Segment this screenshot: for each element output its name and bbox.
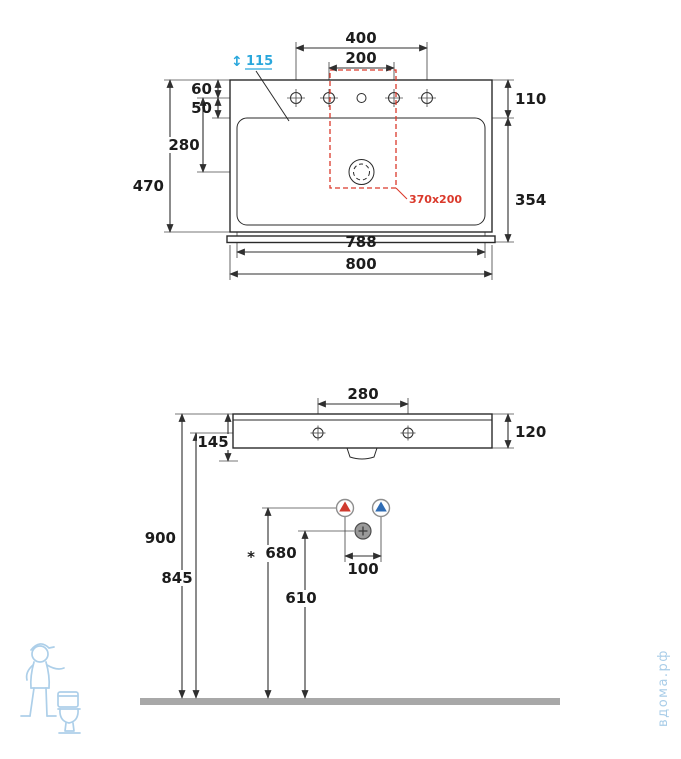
dim-680-asterisk: * xyxy=(247,548,255,566)
dim-200-label: 200 xyxy=(345,49,376,67)
siphon-cover xyxy=(346,447,378,460)
basin-front-lip xyxy=(226,235,496,244)
watermark-text: вдома.рф xyxy=(656,649,671,727)
dim-610-label: 610 xyxy=(285,589,316,607)
dim-280-label: 280 xyxy=(168,136,199,154)
dim-50-label: 50 xyxy=(191,99,212,117)
dim-60-label: 60 xyxy=(191,80,212,98)
dim-280-front-label: 280 xyxy=(347,385,378,403)
dim-845-label: 845 xyxy=(161,569,192,587)
cutout-label: 370x200 xyxy=(409,193,462,206)
height-arrow-icon: ↕ xyxy=(231,54,243,70)
dim-354-label: 354 xyxy=(515,191,546,209)
hot-water-valve-icon xyxy=(335,498,355,518)
tap-hole-icon xyxy=(418,89,436,107)
note-leader-line xyxy=(255,70,290,122)
floor-line xyxy=(140,698,560,705)
basin-outline-top xyxy=(229,79,493,233)
anchor-hole-icon xyxy=(310,425,326,441)
cutout-leader-line xyxy=(395,187,408,200)
plumber-logo-icon xyxy=(20,643,81,734)
tap-hole-icon xyxy=(320,89,338,107)
dim-100-label: 100 xyxy=(347,560,378,578)
dim-788-label: 788 xyxy=(345,233,376,251)
front-view: 280 145 120 900 845 * 680 610 100 xyxy=(140,385,560,705)
dim-400-label: 400 xyxy=(345,29,376,47)
dim-145-label: 145 xyxy=(197,433,228,451)
basin-bowl-outline xyxy=(236,117,486,226)
tap-hole-icon xyxy=(287,89,305,107)
dim-110-label: 110 xyxy=(515,90,546,108)
label-bg xyxy=(166,137,202,153)
dim-120-label: 120 xyxy=(515,423,546,441)
cold-water-valve-icon xyxy=(371,498,391,518)
dim-900-label: 900 xyxy=(145,529,176,547)
front-dimension-lines xyxy=(178,400,512,699)
drain-icon xyxy=(348,159,375,185)
tap-hole-icon xyxy=(385,89,403,107)
anchor-hole-icon xyxy=(400,425,416,441)
basin-outline-front xyxy=(232,413,493,449)
top-dimension-lines xyxy=(166,44,512,278)
drain-outlet-icon xyxy=(354,522,372,540)
dim-115-label: 115 xyxy=(246,54,273,69)
label-backgrounds xyxy=(160,434,319,607)
top-view: 370x200 400 200 60 50 280 470 110 354 78… xyxy=(133,29,546,280)
install-note-115: ↕ 115 xyxy=(231,54,290,122)
overflow-hole-icon xyxy=(356,93,367,103)
dim-680-label: 680 xyxy=(265,544,296,562)
dim-800-label: 800 xyxy=(345,255,376,273)
dim-470-label: 470 xyxy=(133,177,164,195)
tap-holes xyxy=(287,89,436,107)
